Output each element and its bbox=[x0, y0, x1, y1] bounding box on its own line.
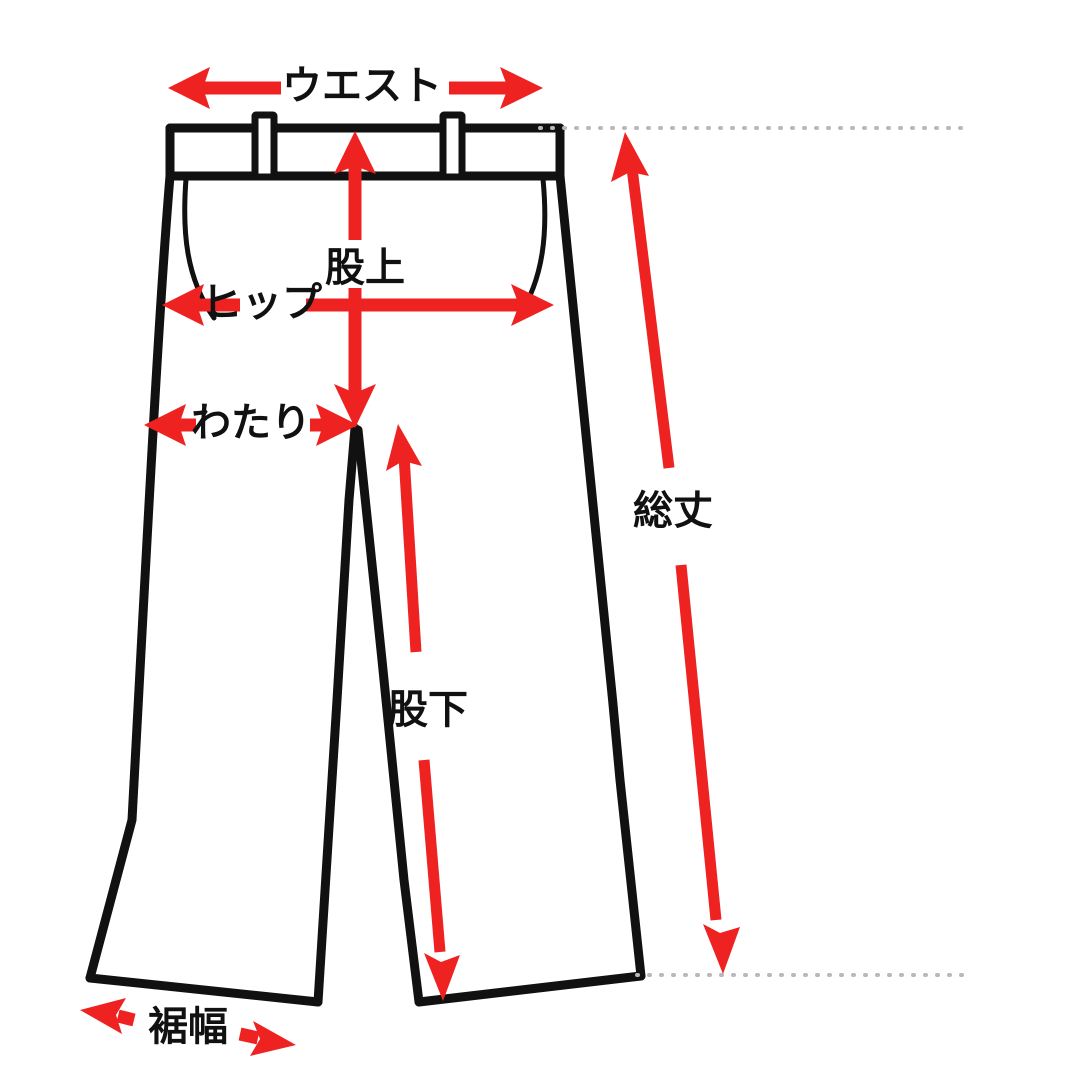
measure-hem-width: 裾幅 bbox=[80, 998, 296, 1056]
total-length-arrow-up-head bbox=[611, 132, 649, 182]
left-outseam bbox=[85, 171, 175, 983]
left-leg-fill bbox=[90, 176, 352, 1000]
label-total-length: 総丈 bbox=[633, 488, 713, 534]
inseam-arrow-down-head bbox=[424, 953, 460, 1001]
rise-arrow-down-head bbox=[334, 384, 376, 428]
total-length-arrow-down-head bbox=[703, 924, 740, 974]
belt-loop-right bbox=[439, 111, 466, 181]
total-length-arrow-upper-stem bbox=[626, 167, 675, 469]
hem-arrow-right-stem bbox=[238, 1027, 260, 1045]
right-hem-line bbox=[414, 971, 646, 1007]
inseam-arrow-up-head bbox=[386, 424, 422, 471]
waist-arrow-right-head bbox=[500, 67, 543, 109]
total-length-arrow-lower-stem bbox=[675, 564, 722, 921]
rise-arrow-up-head bbox=[334, 131, 376, 174]
thigh-arrow-left-head bbox=[144, 404, 186, 446]
label-hem-width: 裾幅 bbox=[148, 1004, 228, 1050]
hip-arrow-left-head bbox=[162, 284, 204, 326]
label-waist: ウエスト bbox=[282, 63, 442, 109]
measure-total-length: 総丈 bbox=[611, 132, 740, 974]
right-outseam bbox=[555, 171, 646, 981]
guide-lines-group bbox=[538, 126, 970, 977]
hem-arrow-right-head bbox=[250, 1021, 296, 1056]
right-inseam-line bbox=[353, 425, 424, 1007]
measure-thigh: わたり bbox=[144, 400, 358, 446]
inseam-arrow-upper-stem bbox=[398, 455, 422, 653]
measure-hip: ヒップ bbox=[162, 280, 554, 326]
label-hip: ヒップ bbox=[202, 280, 322, 326]
measure-rise: 股上 bbox=[325, 131, 405, 428]
left-hem-line bbox=[85, 973, 323, 1007]
hem-arrow-left-stem bbox=[116, 1009, 136, 1027]
label-rise: 股上 bbox=[325, 245, 405, 291]
inseam-arrow-lower-stem bbox=[418, 759, 446, 953]
thigh-arrow-right-head bbox=[316, 404, 358, 446]
waist-arrow-left-head bbox=[168, 67, 210, 109]
hem-arrow-left-head bbox=[80, 998, 126, 1034]
belt-loop-left bbox=[251, 111, 278, 181]
label-inseam: 股下 bbox=[388, 687, 468, 733]
label-thigh: わたり bbox=[191, 400, 311, 446]
measure-inseam: 股下 bbox=[386, 424, 468, 1001]
hip-arrow-right-head bbox=[511, 284, 554, 326]
measure-waist: ウエスト bbox=[168, 63, 543, 109]
left-inseam-line bbox=[313, 423, 360, 1007]
